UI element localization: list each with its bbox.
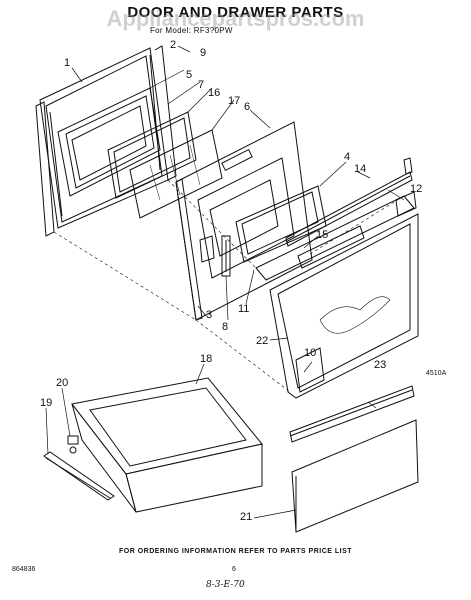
handwritten-date: 8-3-E-70 bbox=[206, 580, 245, 590]
part-glass-panel bbox=[129, 129, 223, 219]
part-drawer-roller bbox=[67, 435, 79, 454]
figure-code: 4510A bbox=[426, 370, 447, 377]
part-drawer-box bbox=[71, 377, 263, 513]
part-hinge bbox=[221, 235, 231, 277]
part-outer-door-frame bbox=[35, 45, 177, 237]
callout-leaders bbox=[45, 45, 405, 519]
page-number: 6 bbox=[232, 566, 236, 573]
callout-22: 23 bbox=[374, 359, 386, 371]
ordering-note: FOR ORDERING INFORMATION REFER TO PARTS … bbox=[118, 548, 353, 555]
callout-21: 21 bbox=[240, 511, 252, 523]
document-number: 864836 bbox=[12, 566, 36, 573]
callout-16: 16 bbox=[208, 87, 220, 99]
callout-8: 8 bbox=[222, 321, 228, 333]
callout-2: 2 bbox=[170, 39, 176, 51]
part-drawer-trim bbox=[289, 385, 415, 443]
part-handle-cap bbox=[395, 191, 417, 217]
callout-23: 22 bbox=[256, 335, 268, 347]
part-inner-door-panel bbox=[175, 121, 313, 321]
part-outer-door-panel bbox=[255, 195, 419, 399]
callout-7: 7 bbox=[198, 79, 204, 91]
callout-15: 15 bbox=[316, 229, 328, 241]
callout-10: 10 bbox=[304, 347, 316, 359]
part-door-liner bbox=[57, 87, 161, 197]
part-drawer-front bbox=[291, 419, 419, 533]
callout-1: 1 bbox=[64, 57, 70, 69]
callout-17: 17 bbox=[228, 95, 240, 107]
diagram-title: DOOR AND DRAWER PARTS bbox=[127, 4, 344, 21]
callout-19: 19 bbox=[40, 397, 52, 409]
part-inner-glass bbox=[107, 111, 197, 199]
callout-20: 20 bbox=[56, 377, 68, 389]
callout-14: 14 bbox=[354, 163, 366, 175]
part-drawer-rail bbox=[43, 451, 115, 501]
part-door-trim bbox=[285, 157, 413, 247]
watermark: Appliancepartspros.com bbox=[106, 6, 365, 31]
callout-9: 9 bbox=[200, 47, 206, 59]
callout-numbers: 1 23 3 4 5 6 7 8 9 10 11 12 14 15 16 17 … bbox=[40, 39, 422, 523]
callout-5: 5 bbox=[186, 69, 192, 81]
callout-18: 18 bbox=[200, 353, 212, 365]
callout-12: 12 bbox=[410, 183, 422, 195]
callout-6: 6 bbox=[244, 101, 250, 113]
callout-3: 3 bbox=[206, 309, 212, 321]
callout-11: 11 bbox=[238, 303, 249, 315]
diagram-subtitle: For Model: RF3?0PW bbox=[150, 26, 233, 35]
projection-lines bbox=[53, 179, 405, 393]
callout-4: 4 bbox=[344, 151, 350, 163]
